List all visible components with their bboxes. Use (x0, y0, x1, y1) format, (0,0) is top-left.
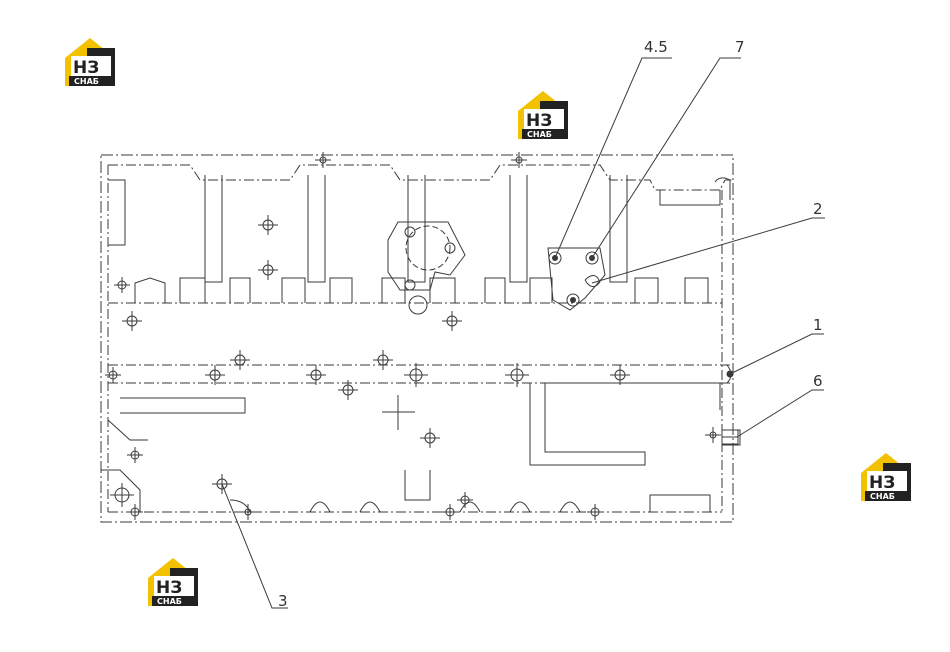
callout-1: 1 (813, 316, 823, 334)
hole (338, 380, 358, 400)
logo-mark: НЗ (73, 58, 99, 78)
logo-sub: СНАБ (870, 492, 895, 501)
hole (315, 152, 331, 168)
sensor-plate (547, 247, 606, 311)
hole (105, 367, 121, 383)
callout-4-5: 4.5 (644, 38, 668, 56)
hole (230, 350, 250, 370)
hole (404, 363, 428, 387)
hole (306, 365, 326, 385)
hole (420, 428, 440, 448)
logo-mark: НЗ (869, 473, 895, 493)
hole (258, 260, 278, 280)
hole (205, 365, 225, 385)
logo-sub: СНАБ (527, 130, 552, 139)
logo-mark: НЗ (526, 111, 552, 131)
drain-plug (721, 364, 739, 445)
logo-watermark: НЗ СНАБ (148, 558, 198, 606)
callout-6: 6 (813, 372, 823, 390)
callouts: 4.5 7 2 1 6 3 (278, 38, 823, 610)
hole (373, 350, 393, 370)
logo-watermark: НЗ СНАБ (861, 453, 911, 501)
hole (610, 365, 630, 385)
leader-lines (221, 57, 825, 609)
callout-7: 7 (735, 38, 745, 56)
logo-sub: СНАБ (157, 597, 182, 606)
bolt-holes (105, 152, 721, 520)
hole (122, 311, 142, 331)
logo-sub: СНАБ (74, 77, 99, 86)
cover-plate (387, 221, 466, 315)
callout-2: 2 (813, 200, 823, 218)
hole (705, 427, 721, 443)
callout-3: 3 (278, 592, 288, 610)
logo-watermark: НЗ СНАБ (518, 91, 568, 139)
logo-mark: НЗ (156, 578, 182, 598)
hole (587, 504, 603, 520)
hole (442, 504, 458, 520)
hole (110, 483, 134, 507)
logo-watermark: НЗ СНАБ (65, 38, 115, 86)
hole (457, 492, 473, 508)
oil-pan-outline (100, 154, 741, 523)
hole (258, 215, 278, 235)
hole (442, 311, 462, 331)
hole (127, 447, 143, 463)
hole (114, 277, 130, 293)
hole (505, 363, 529, 387)
hole (127, 504, 143, 520)
hole (511, 152, 527, 168)
hole (240, 504, 256, 520)
